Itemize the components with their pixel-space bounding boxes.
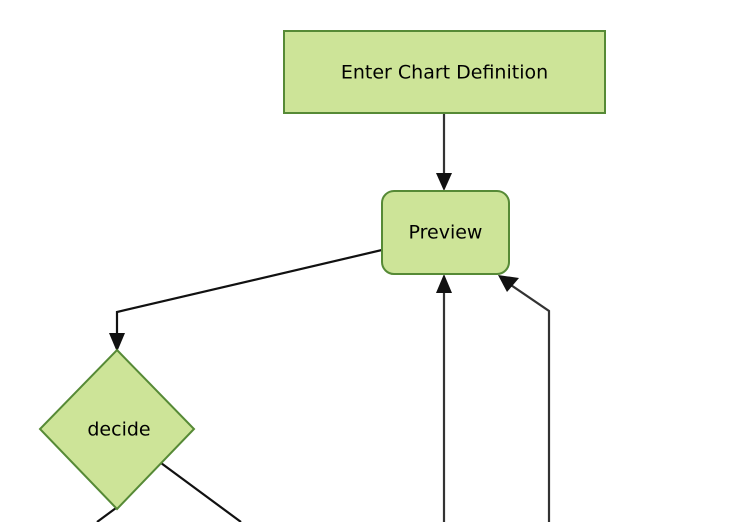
node-layer: Enter Chart Definition Preview decide <box>38 30 606 511</box>
node-decide[interactable]: decide <box>38 348 196 511</box>
node-enter-chart-definition[interactable]: Enter Chart Definition <box>283 30 606 114</box>
edge-enter-to-preview <box>436 114 452 191</box>
node-preview[interactable]: Preview <box>381 190 510 275</box>
edge-return-right-to-preview <box>498 275 551 522</box>
arrowhead-down-icon <box>109 333 125 352</box>
arrowhead-up-left-icon <box>498 275 519 292</box>
edge-decide-to-offscreen-right <box>160 462 242 522</box>
edge-return-center-to-preview <box>436 274 452 522</box>
edge-preview-to-decide <box>109 248 383 352</box>
edge-decide-to-offscreen-left <box>96 507 117 522</box>
arrowhead-up-icon <box>436 274 452 293</box>
node-preview-label: Preview <box>409 222 483 244</box>
arrowhead-down-icon <box>436 173 452 191</box>
node-enter-chart-definition-shape[interactable] <box>283 30 606 114</box>
node-preview-shape[interactable] <box>381 190 510 275</box>
edge-preview-to-decide-line <box>115 248 383 341</box>
edge-layer <box>96 114 551 522</box>
edge-return-right-line <box>507 282 551 522</box>
node-decide-label: decide <box>87 419 150 441</box>
node-enter-chart-definition-label: Enter Chart Definition <box>341 62 548 84</box>
node-decide-shape[interactable] <box>38 348 196 511</box>
